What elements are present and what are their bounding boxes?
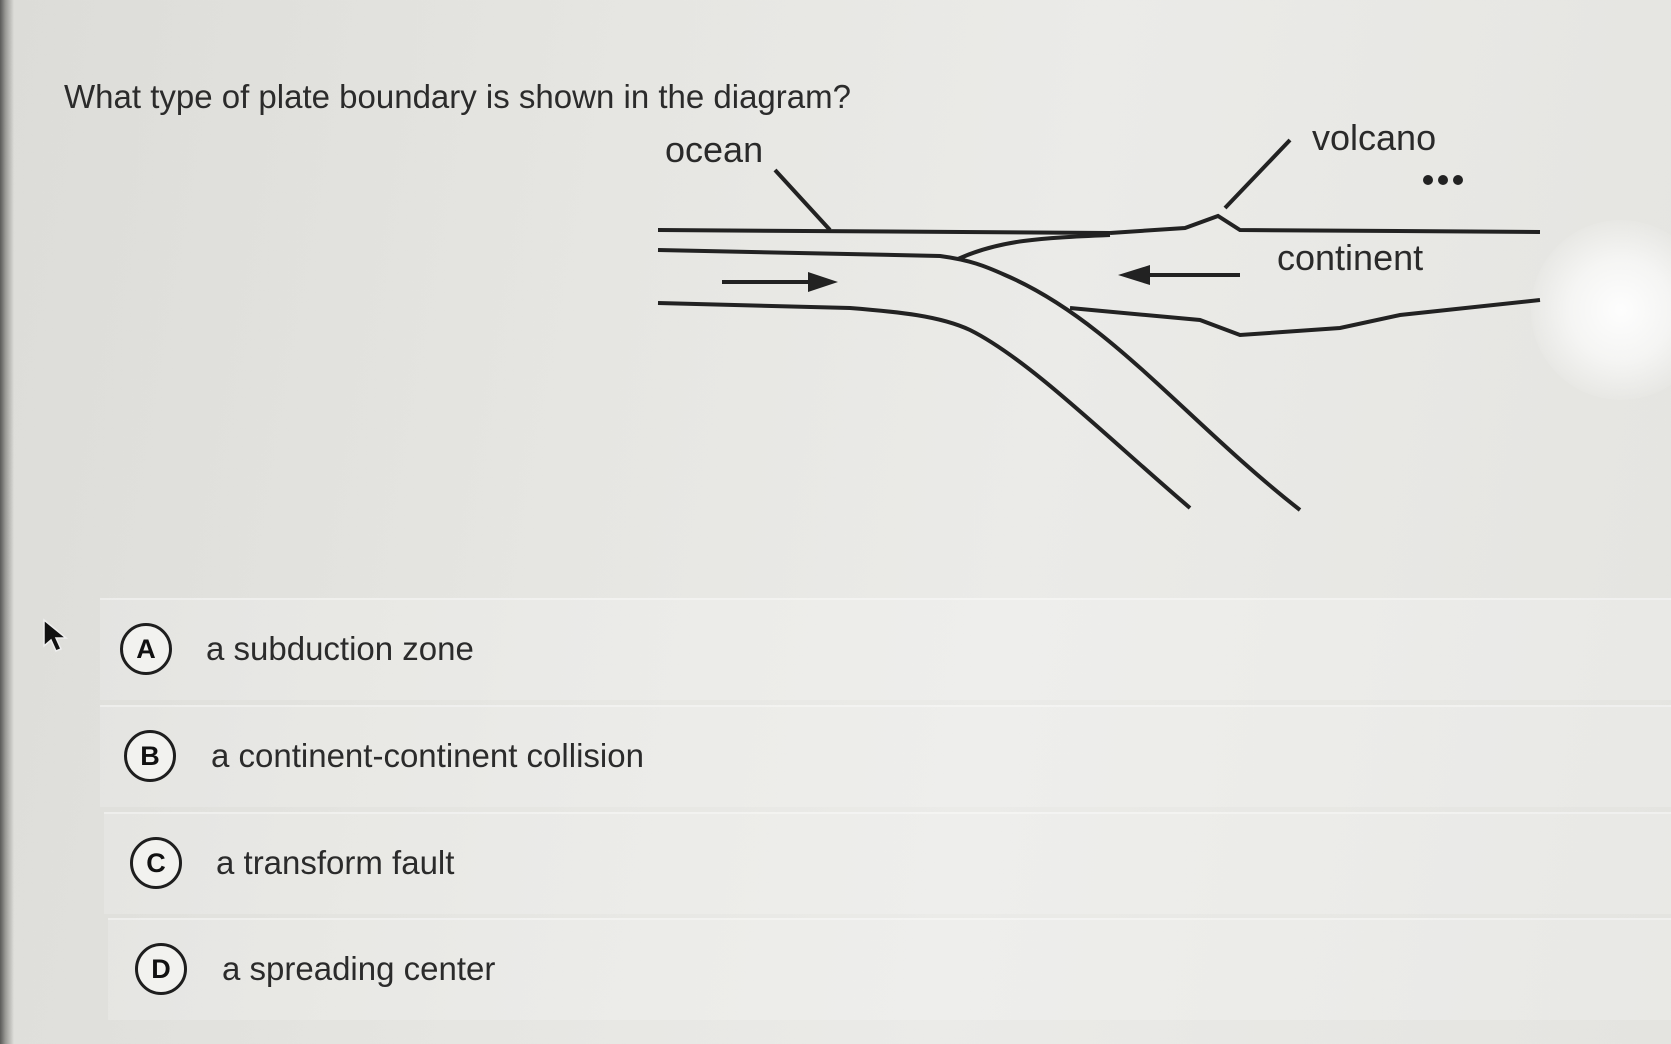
volcano-label: volcano xyxy=(1312,120,1436,158)
choice-c-badge[interactable]: C xyxy=(130,837,182,889)
question-text: What type of plate boundary is shown in … xyxy=(64,78,851,115)
continent-label: continent xyxy=(1277,237,1423,278)
choice-b-text[interactable]: a continent-continent collision xyxy=(211,737,644,774)
mouse-cursor-icon xyxy=(43,618,69,652)
ellipsis-icon xyxy=(1423,175,1463,185)
choice-c-row[interactable]: C a transform fault xyxy=(104,812,1671,914)
choice-a-badge[interactable]: A xyxy=(120,623,172,675)
volcano-pointer-line xyxy=(1223,138,1292,210)
choice-d-row[interactable]: D a spreading center xyxy=(108,918,1671,1020)
choice-b-badge[interactable]: B xyxy=(124,730,176,782)
choice-d-text[interactable]: a spreading center xyxy=(222,950,496,987)
screen-edge-shadow xyxy=(0,0,14,1044)
arrow-left-icon xyxy=(1118,265,1240,285)
ocean-surface-line xyxy=(657,228,1111,235)
ocean-plate-bottom xyxy=(657,301,1192,510)
plate-boundary-diagram: ocean volcano continent xyxy=(657,120,1541,512)
choice-c-text[interactable]: a transform fault xyxy=(216,844,455,881)
continent-plate-base-branch xyxy=(957,233,1111,261)
screen-glare xyxy=(1531,220,1671,400)
arrow-right-icon xyxy=(722,272,838,292)
continent-plate-bottom xyxy=(1069,298,1541,338)
continent-surface-line xyxy=(1109,213,1541,235)
choice-b-row[interactable]: B a continent-continent collision xyxy=(100,705,1671,807)
choice-d-badge[interactable]: D xyxy=(135,943,187,995)
ocean-label: ocean xyxy=(665,129,763,170)
ocean-plate-top xyxy=(657,248,1302,512)
choice-a-text[interactable]: a subduction zone xyxy=(206,630,474,667)
choice-a-row[interactable]: A a subduction zone xyxy=(100,598,1671,700)
ocean-pointer-line xyxy=(773,168,832,232)
